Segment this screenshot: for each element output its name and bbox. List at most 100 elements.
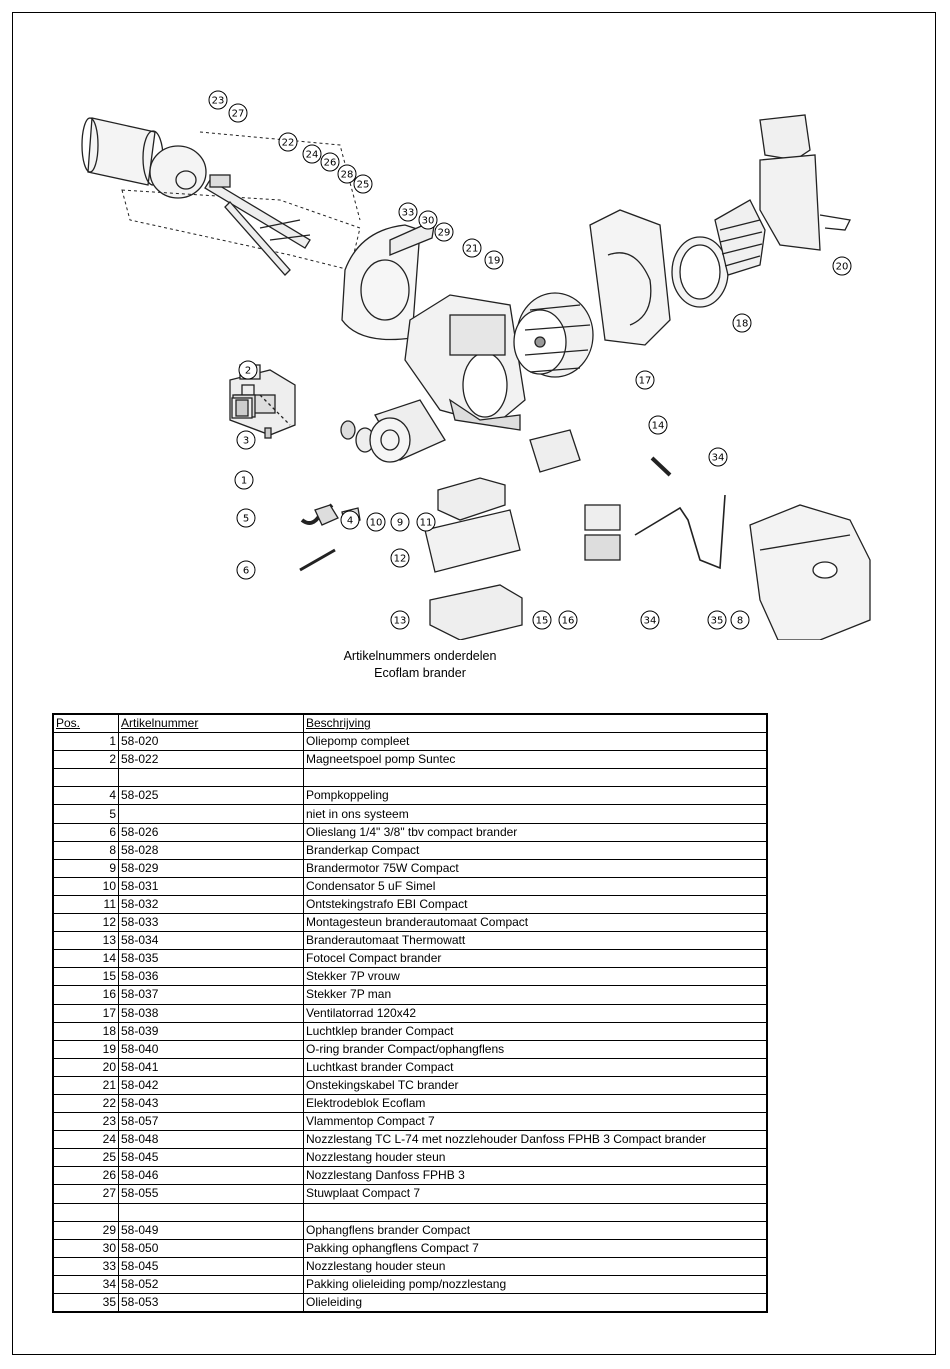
cell-description: Luchtklep brander Compact (303, 1021, 768, 1041)
cell-article (118, 1202, 304, 1222)
callout-label: 20 (836, 262, 849, 273)
cell-pos: 27 (52, 1184, 119, 1204)
callout-label: 8 (737, 616, 743, 627)
cell-description: Nozzlestang houder steun (303, 1148, 768, 1168)
cell-pos: 30 (52, 1238, 119, 1258)
cell-description: Olieleiding (303, 1293, 768, 1313)
callout-label: 22 (282, 138, 295, 149)
cell-article: 58-055 (118, 1184, 304, 1204)
solenoid-coil-drawing (231, 397, 253, 419)
cell-article: 58-043 (118, 1093, 304, 1114)
cell-article: 58-032 (118, 894, 304, 915)
cell-description: Montagesteun branderautomaat Compact (303, 913, 768, 933)
callout-label: 30 (422, 216, 435, 227)
diagram-caption: Artikelnummers onderdelen Ecoflam brande… (300, 648, 540, 682)
photocell-drawing (650, 456, 672, 477)
cell-pos: 18 (52, 1021, 119, 1041)
callout-label: 33 (402, 208, 415, 219)
table-header-row: Pos. Artikelnummer Beschrijving (52, 713, 768, 734)
cell-pos: 1 (52, 732, 119, 752)
callout-13: 13 (390, 610, 410, 630)
cell-article: 58-041 (118, 1057, 304, 1077)
cell-article: 58-036 (118, 967, 304, 987)
fan-housing-drawing (589, 209, 671, 346)
callout-label: 35 (711, 616, 724, 627)
callout-label: 6 (243, 566, 249, 577)
cell-pos: 17 (52, 1003, 119, 1023)
cell-pos: 21 (52, 1075, 119, 1095)
callout-34: 34 (708, 447, 728, 467)
callout-19: 19 (484, 250, 504, 270)
cell-article: 58-020 (118, 732, 304, 752)
cell-description: Nozzlestang Danfoss FPHB 3 (303, 1166, 768, 1186)
cell-article: 58-028 (118, 840, 304, 860)
cell-description: Elektrodeblok Ecoflam (303, 1093, 768, 1114)
cell-description: Branderkap Compact (303, 840, 768, 860)
cell-description: Stuwplaat Compact 7 (303, 1184, 768, 1204)
callout-label: 24 (306, 150, 319, 161)
callout-label: 14 (652, 421, 665, 432)
cell-description: Ventilatorrad 120x42 (303, 1003, 768, 1023)
nipple-3-drawing (264, 427, 272, 439)
callout-29: 29 (434, 222, 454, 242)
table-row (52, 768, 768, 788)
callout-18: 18 (732, 313, 752, 333)
cell-article: 58-046 (118, 1166, 304, 1186)
cell-pos: 8 (52, 840, 119, 860)
cell-description (303, 1202, 768, 1222)
cell-description: niet in ons systeem (303, 804, 768, 824)
cell-pos: 6 (52, 822, 119, 842)
callout-10: 10 (366, 512, 386, 532)
cell-description: O-ring brander Compact/ophangflens (303, 1039, 768, 1059)
callout-30: 30 (418, 210, 438, 230)
plug-female-drawing (584, 504, 621, 531)
callout-27: 27 (228, 103, 248, 123)
cell-article: 58-045 (118, 1148, 304, 1168)
cell-description: Vlammentop Compact 7 (303, 1112, 768, 1132)
callout-21: 21 (462, 238, 482, 258)
cell-article: 58-037 (118, 985, 304, 1005)
cell-description: Ophangflens brander Compact (303, 1220, 768, 1240)
table-row (52, 1202, 768, 1222)
cell-article: 58-035 (118, 949, 304, 969)
air-box-drawing (759, 114, 851, 251)
callout-33: 33 (398, 202, 418, 222)
cell-description: Pakking ophangflens Compact 7 (303, 1238, 768, 1258)
callout-8: 8 (730, 610, 750, 630)
cell-pos: 24 (52, 1130, 119, 1150)
cell-description: Nozzlestang houder steun (303, 1256, 768, 1276)
callout-label: 1 (241, 476, 247, 487)
cell-article (118, 804, 304, 824)
cell-pos: 35 (52, 1293, 119, 1313)
cell-article: 58-040 (118, 1039, 304, 1059)
cell-description (303, 768, 768, 788)
air-damper-drawing (671, 236, 729, 308)
cell-description: Pakking olieleiding pomp/nozzlestang (303, 1274, 768, 1295)
cell-pos: 4 (52, 786, 119, 806)
callout-17: 17 (635, 370, 655, 390)
callout-label: 23 (212, 96, 225, 107)
cell-description: Condensator 5 uF Simel (303, 876, 768, 896)
callout-20: 20 (832, 256, 852, 276)
cell-article: 58-042 (118, 1075, 304, 1095)
burner-motor-drawing (369, 399, 446, 463)
cell-article: 58-053 (118, 1293, 304, 1313)
cell-description: Olieslang 1/4" 3/8" tbv compact brander (303, 822, 768, 842)
cell-article: 58-029 (118, 858, 304, 878)
